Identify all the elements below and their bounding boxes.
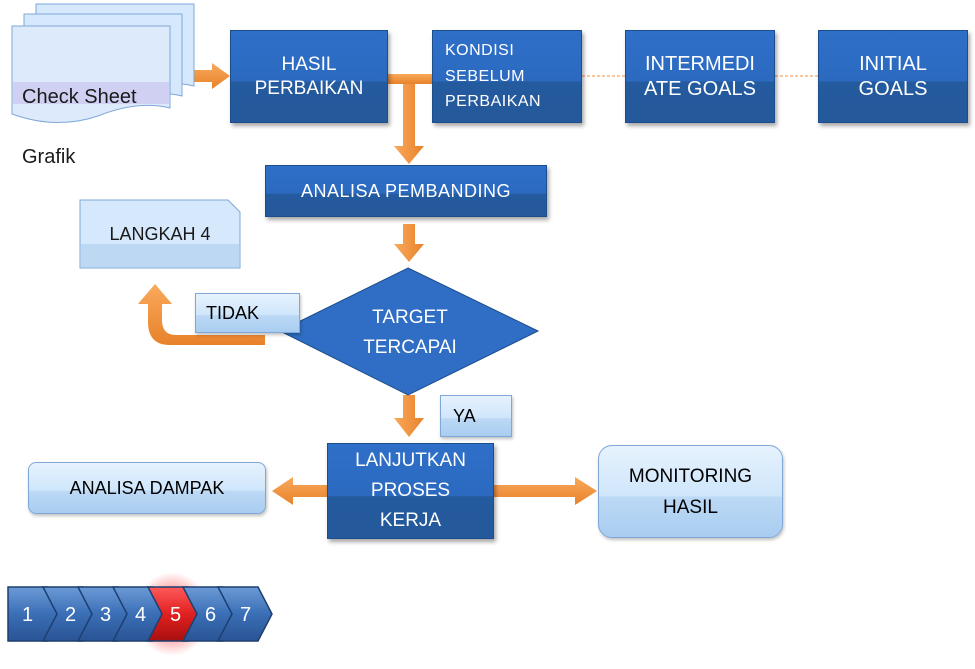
ya-box: YA	[440, 395, 512, 437]
check-sheet-label: Check Sheet	[22, 86, 137, 108]
t-bar	[388, 74, 432, 84]
hasil-perbaikan-label: HASIL PERBAIKAN	[254, 53, 364, 99]
intermediate-goals-label: INTERMEDI ATE GOALS	[644, 52, 756, 100]
langkah4-text: LANGKAH 4	[80, 224, 240, 245]
lanjutkan-box: LANJUTKAN PROSES KERJA	[327, 443, 494, 539]
analisa-dampak-box: ANALISA DAMPAK	[28, 462, 266, 514]
arrow-to-monitoring	[494, 477, 597, 505]
arrow-to-dampak	[272, 477, 327, 505]
arrow-checksheet-hasil	[178, 63, 230, 89]
analisa-dampak-label: ANALISA DAMPAK	[69, 477, 225, 498]
langkah4-card-band	[81, 244, 239, 267]
lanjutkan-label: LANJUTKAN PROSES KERJA	[355, 450, 466, 531]
initial-goals-box: INITIAL GOALS	[818, 30, 968, 123]
analisa-pembanding-box: ANALISA PEMBANDING	[265, 165, 547, 217]
arrow-to-lanjutkan	[394, 395, 424, 437]
arrow-to-analisa	[394, 84, 424, 164]
hasil-perbaikan-box: HASIL PERBAIKAN	[230, 30, 388, 123]
target-tercapai-text: TARGET TERCAPAI	[330, 303, 490, 363]
intermediate-goals-box: INTERMEDI ATE GOALS	[625, 30, 775, 123]
target-tercapai-label: TARGET TERCAPAI	[363, 307, 457, 358]
monitoring-label: MONITORING HASIL	[628, 465, 753, 518]
target-diamond	[278, 267, 540, 396]
ya-label: YA	[453, 405, 476, 426]
analisa-pembanding-label: ANALISA PEMBANDING	[300, 180, 512, 201]
tidak-box: TIDAK	[195, 293, 300, 333]
langkah4-label: LANGKAH 4	[109, 224, 211, 244]
arrow-tidak	[138, 284, 265, 345]
check-sheet-text: Check Sheet Grafik	[22, 52, 137, 202]
check-sheet-doc-band	[13, 82, 169, 104]
initial-goals-label: INITIAL GOALS	[858, 52, 928, 100]
grafik-label: Grafik	[22, 146, 76, 168]
kondisi-sebelum-box: KONDISI SEBELUM PERBAIKAN	[432, 30, 582, 123]
arrow-to-target	[394, 224, 424, 262]
tidak-label: TIDAK	[206, 302, 260, 323]
kondisi-sebelum-label: KONDISI SEBELUM PERBAIKAN	[445, 42, 542, 111]
monitoring-box: MONITORING HASIL	[598, 445, 783, 538]
